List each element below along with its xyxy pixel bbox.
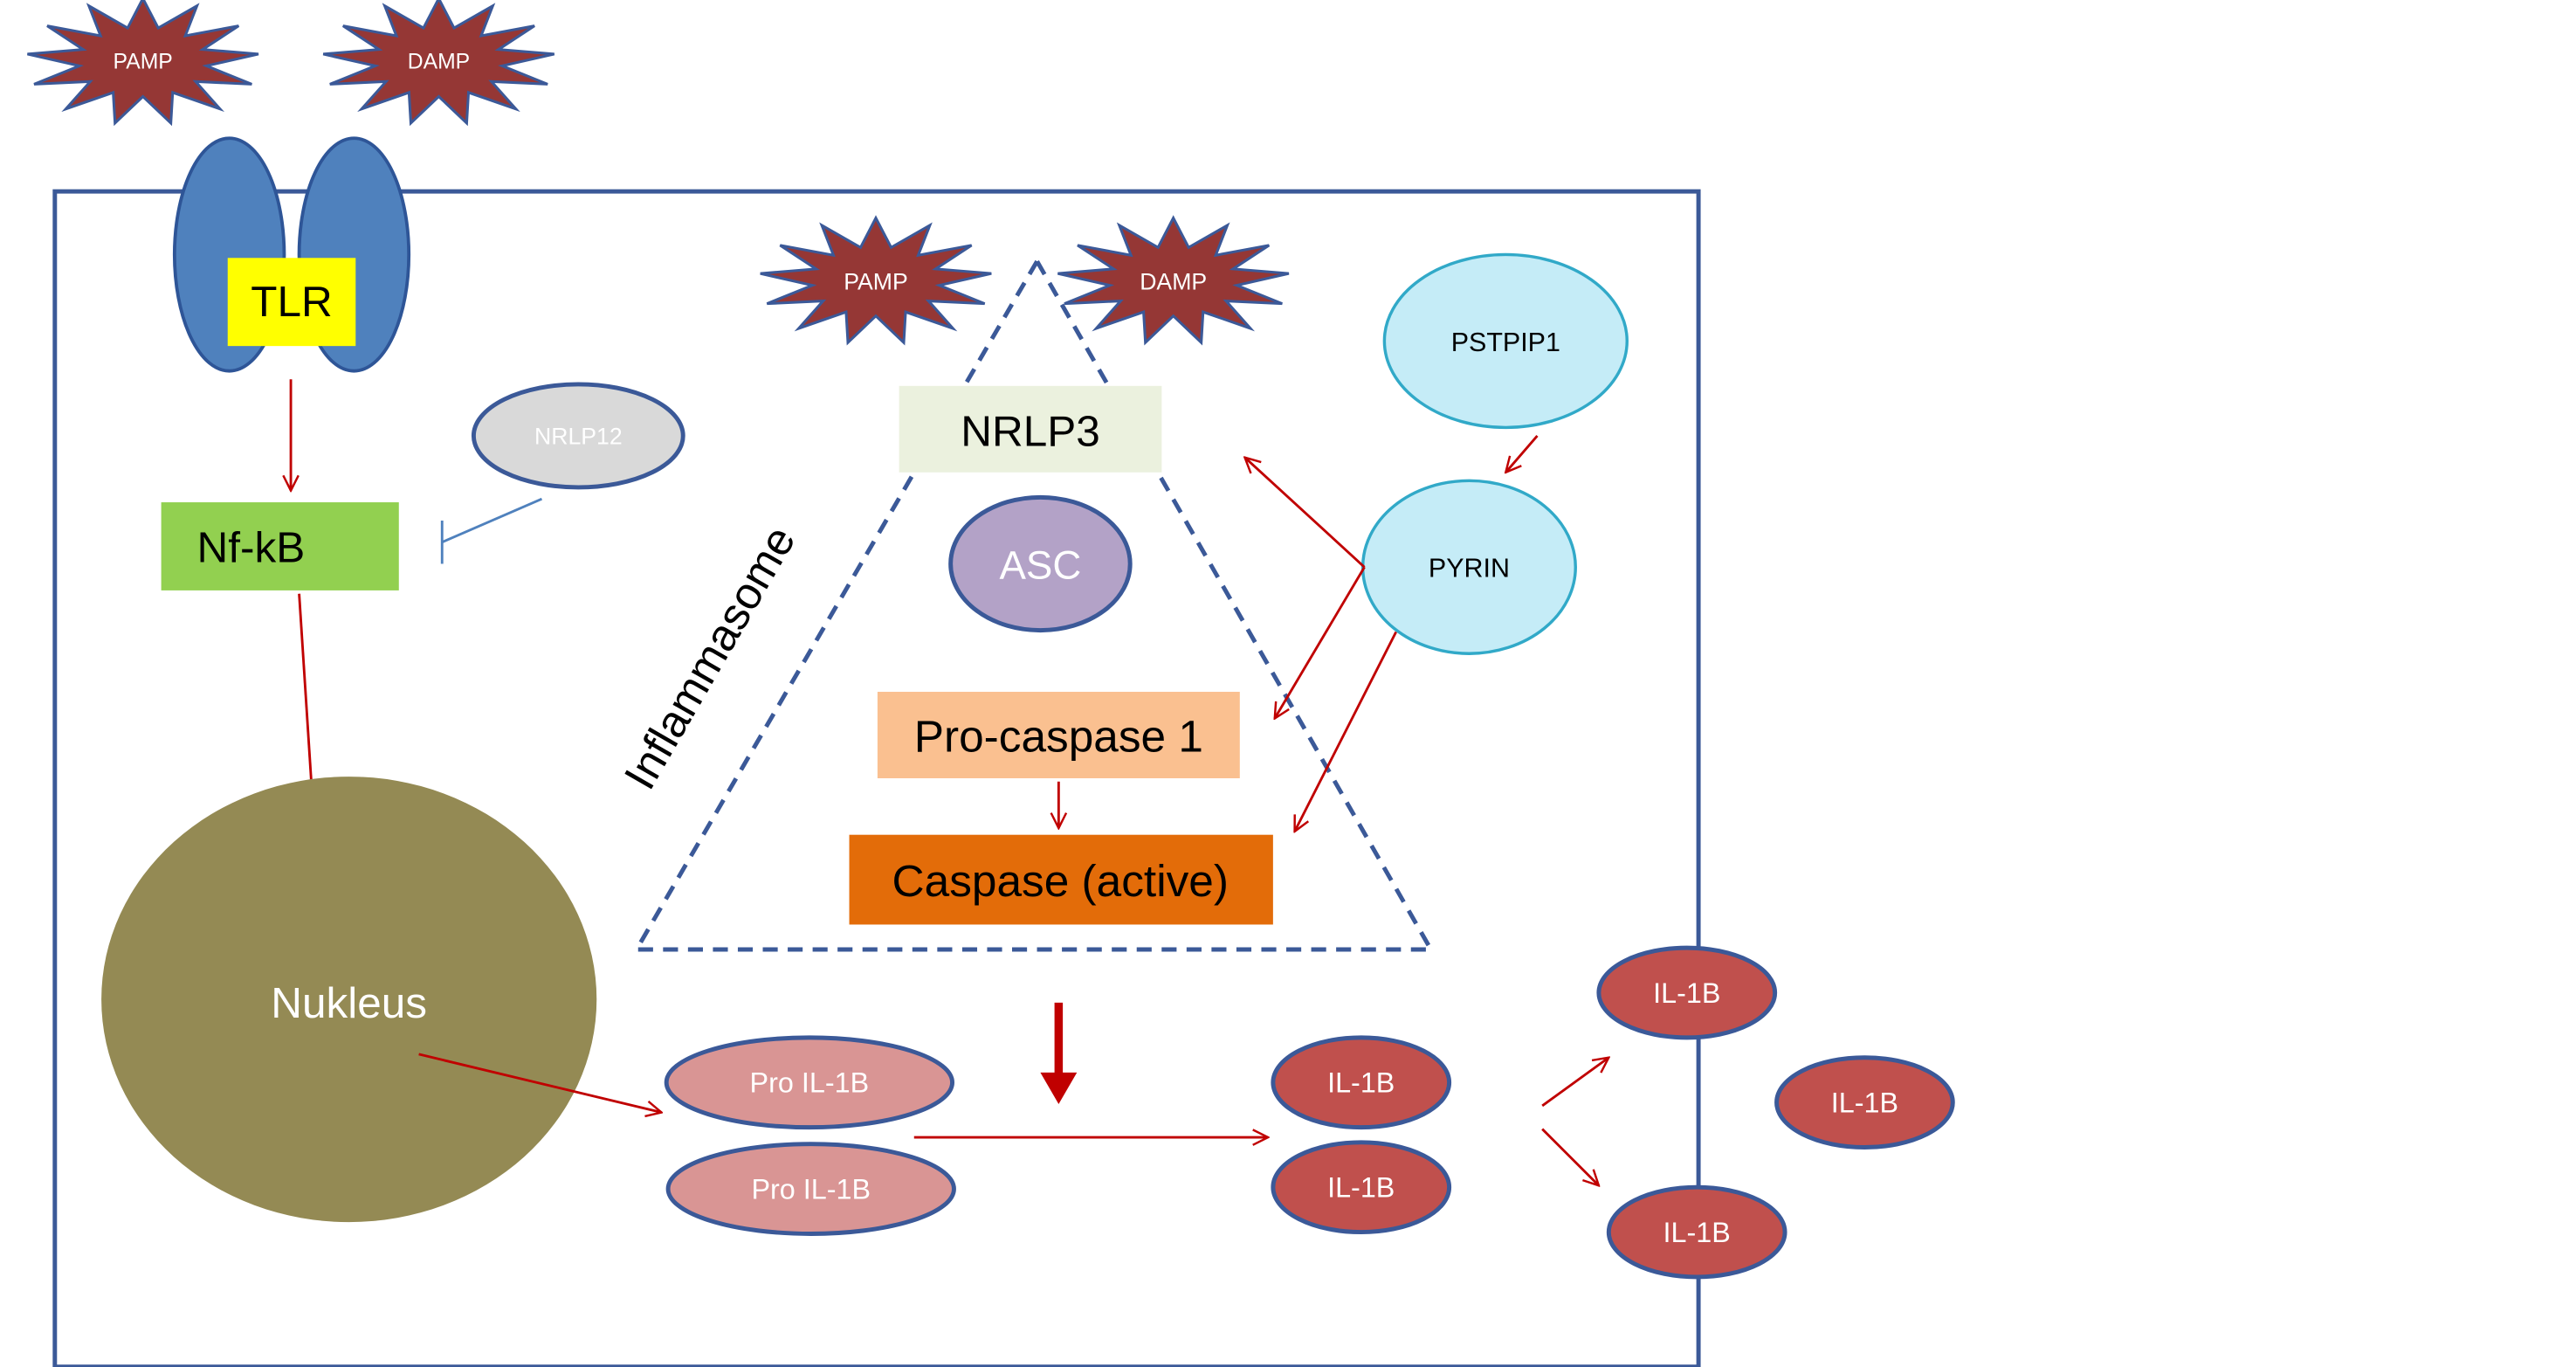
- il1b-inner-label-2: IL-1B: [1327, 1172, 1395, 1204]
- inhibition-nrlp12-nfkb: [440, 497, 543, 564]
- pamp-inner-star: PAMP: [760, 215, 992, 346]
- tlr-receptor: TLR: [172, 136, 411, 373]
- il1b-membrane-bottom-node: IL-1B: [1606, 1184, 1787, 1280]
- caspase-active-node: Caspase (active): [849, 834, 1273, 925]
- il1b-outside-label: IL-1B: [1831, 1087, 1898, 1119]
- damp-outer-star: DAMP: [322, 0, 555, 127]
- il1b-membrane-top-node: IL-1B: [1596, 945, 1778, 1040]
- pstpip1-node: PSTPIP1: [1382, 252, 1629, 430]
- nfkb-node: Nf-kB: [161, 502, 399, 590]
- pro-il1b-node-1: Pro IL-1B: [664, 1035, 955, 1130]
- arrow-pyrin-to-procaspase: [1275, 566, 1366, 718]
- inflammasome-label: Inflammasome: [614, 517, 805, 797]
- arrow-nukleus-to-pro-il1b: [418, 1053, 662, 1113]
- damp-outer-label: DAMP: [408, 50, 470, 73]
- nukleus-node: Nukleus: [101, 777, 597, 1223]
- il1b-inner-node-2: IL-1B: [1271, 1140, 1452, 1235]
- arrow-pyrin-to-nrlp3: [1245, 458, 1366, 569]
- nfkb-label: Nf-kB: [197, 524, 306, 572]
- il1b-membrane-bottom-label: IL-1B: [1663, 1217, 1731, 1248]
- pro-caspase-label: Pro-caspase 1: [914, 711, 1203, 762]
- arrow-pyrin-to-caspase: [1293, 631, 1397, 832]
- tlr-label-box: [227, 258, 356, 347]
- nukleus-label: Nukleus: [271, 979, 427, 1027]
- tlr-label: TLR: [251, 278, 332, 326]
- nrlp3-node: NRLP3: [899, 385, 1162, 473]
- pro-il1b-node-2: Pro IL-1B: [665, 1142, 956, 1236]
- pyrin-node: PYRIN: [1360, 479, 1577, 655]
- pamp-outer-label: PAMP: [114, 50, 173, 73]
- arrow-caspase-cleavage: [1040, 1002, 1078, 1105]
- pamp-outer-star: PAMP: [27, 0, 259, 127]
- arrow-secretion-2: [1541, 1128, 1599, 1186]
- caspase-active-label: Caspase (active): [892, 855, 1229, 906]
- nrlp12-label: NRLP12: [534, 423, 623, 449]
- pyrin-label: PYRIN: [1429, 554, 1510, 583]
- nrlp12-node: NRLP12: [471, 382, 685, 490]
- pstpip1-label: PSTPIP1: [1451, 328, 1560, 357]
- il1b-inner-node-1: IL-1B: [1271, 1035, 1452, 1130]
- pro-il1b-label-2: Pro IL-1B: [751, 1174, 871, 1205]
- arrow-secretion: [1541, 1058, 1608, 1108]
- il1b-membrane-top-label: IL-1B: [1653, 977, 1720, 1009]
- damp-inner-star: DAMP: [1057, 215, 1290, 346]
- pro-il1b-label-1: Pro IL-1B: [750, 1067, 870, 1099]
- arrow-pstpip1-to-pyrin: [1505, 434, 1539, 473]
- il1b-outside-node: IL-1B: [1774, 1055, 1955, 1150]
- il1b-inner-label-1: IL-1B: [1327, 1067, 1395, 1099]
- damp-inner-label: DAMP: [1140, 268, 1207, 294]
- pamp-inner-label: PAMP: [844, 268, 907, 294]
- pro-caspase-node: Pro-caspase 1: [877, 692, 1240, 778]
- nrlp3-label: NRLP3: [961, 407, 1099, 455]
- asc-label: ASC: [999, 543, 1081, 588]
- asc-node: ASC: [948, 494, 1133, 633]
